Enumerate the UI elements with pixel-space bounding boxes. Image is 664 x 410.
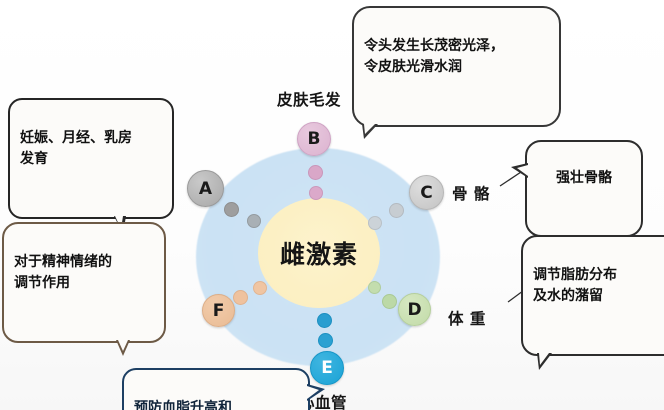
label-body-weight: 体 重 xyxy=(448,310,486,328)
center-label: 雌激素 xyxy=(279,240,358,269)
trail-dot-b1 xyxy=(308,165,323,180)
label-skin-hair: 皮肤毛发 xyxy=(277,91,342,109)
bubble-tail-inner-lipid xyxy=(307,386,319,399)
bubble-tail-inner-fat xyxy=(539,353,549,366)
bubble-mood: 对于精神情绪的 调节作用 xyxy=(2,222,166,357)
bubble-mood-text: 对于精神情绪的 调节作用 xyxy=(14,254,112,291)
trail-dot-d1 xyxy=(382,294,397,309)
bubble-bones: 强壮骨骼 xyxy=(511,140,643,238)
bubble-reproductive-text: 妊娠、月经、乳房 发育 xyxy=(20,130,132,167)
node-f[interactable]: F xyxy=(202,294,235,327)
node-e-letter: E xyxy=(321,358,333,378)
node-c-letter: C xyxy=(420,182,433,203)
trail-dot-b2 xyxy=(309,186,323,200)
bubble-tail-inner-hair xyxy=(364,124,375,135)
label-bones: 骨 骼 xyxy=(452,185,490,203)
node-b-letter: B xyxy=(307,129,321,149)
bubble-skin-hair: 令头发生长茂密光泽， 令皮肤光滑水润 xyxy=(352,6,561,140)
node-b[interactable]: B xyxy=(297,122,331,156)
node-a-letter: A xyxy=(198,178,213,199)
bubble-fat-text: 调节脂肪分布 及水的潴留 xyxy=(533,267,617,304)
node-e[interactable]: E xyxy=(310,351,344,385)
trail-dot-a1 xyxy=(224,202,239,217)
node-f-letter: F xyxy=(212,300,225,321)
trail-dot-e2 xyxy=(318,333,333,348)
trail-dot-f2 xyxy=(253,281,267,295)
trail-dot-a2 xyxy=(247,214,261,228)
trail-dot-d2 xyxy=(368,281,381,294)
inner-core-circle xyxy=(258,198,380,308)
trail-dot-e1 xyxy=(317,313,332,328)
bubble-blood-lipids: 预防血脂升高和 xyxy=(122,368,325,410)
node-c[interactable]: C xyxy=(409,175,444,210)
trail-dot-c2 xyxy=(368,216,382,230)
bubble-bones-text: 强壮骨骼 xyxy=(556,170,612,187)
bubble-blood-lipids-text: 预防血脂升高和 xyxy=(134,400,232,410)
node-d-letter: D xyxy=(407,299,422,320)
bubble-reproductive: 妊娠、月经、乳房 发育 xyxy=(8,98,174,235)
node-a[interactable]: A xyxy=(187,170,224,207)
bubble-tail-inner-bone xyxy=(517,165,528,176)
trail-dot-f1 xyxy=(233,290,248,305)
bubble-skin-hair-text: 令头发生长茂密光泽， 令皮肤光滑水润 xyxy=(364,38,504,75)
trail-dot-c1 xyxy=(389,203,404,218)
node-d[interactable]: D xyxy=(398,293,431,326)
bubble-fat-distribution: 调节脂肪分布 及水的潴留 xyxy=(521,235,664,371)
bubble-tail-inner-mood xyxy=(118,340,128,352)
